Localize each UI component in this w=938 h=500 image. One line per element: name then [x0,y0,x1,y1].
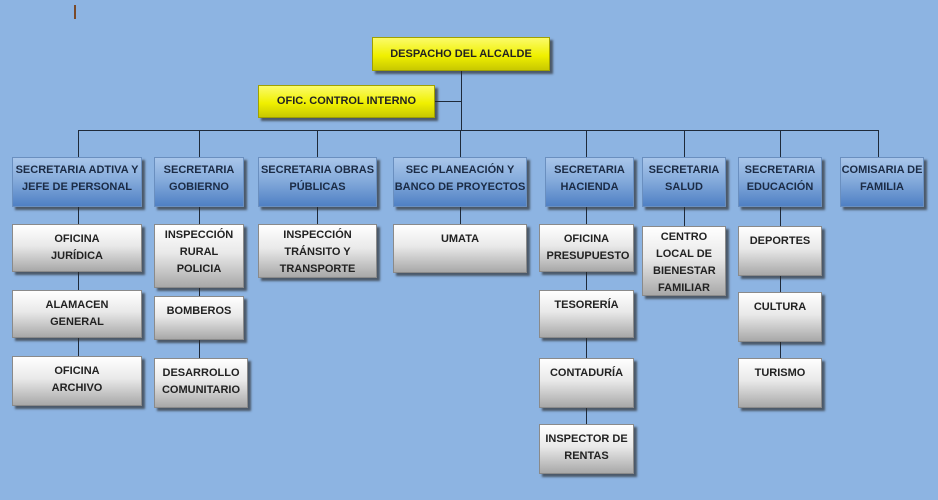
office-box: OFICINA JURÍDICA [12,224,142,272]
connector [878,130,879,157]
connector [317,130,318,157]
office-box: OFICINA PRESUPUESTO [539,224,634,272]
box-label: COMISARIA DE FAMILIA [841,164,923,193]
box-label: DESPACHO DEL ALCALDE [390,47,532,60]
box-label: SECRETARIA EDUCACIÓN [744,164,816,193]
box-label: CULTURA [753,301,807,313]
office-box: INSPECTOR DE RENTAS [539,424,634,474]
office-box: INSPECCIÓN RURAL POLICIA [154,224,244,288]
cursor-mark [74,5,76,19]
box-label: SECRETARIA GOBIERNO [163,164,235,193]
box-label: SECRETARIA OBRAS PÚBLICAS [260,164,375,193]
connector [460,207,461,225]
office-box: TURISMO [738,358,822,408]
box-label: INSPECCIÓN TRÁNSITO Y TRANSPORTE [279,229,356,275]
office-box: UMATA [393,224,527,273]
connector [780,207,781,359]
office-box: CENTRO LOCAL DE BIENESTAR FAMILIAR [642,226,726,296]
office-box: INSPECCIÓN TRÁNSITO Y TRANSPORTE [258,224,377,278]
connector [78,207,79,357]
box-label: CENTRO LOCAL DE BIENESTAR FAMILIAR [653,231,716,294]
box-label: INSPECTOR DE RENTAS [545,433,628,462]
box-label: SECRETARIA SALUD [648,164,720,193]
connector [199,130,200,157]
connector [684,130,685,157]
box-label: DEPORTES [749,235,811,247]
office-box: OFICINA ARCHIVO [12,356,142,406]
office-box: DESARROLLO COMUNITARIO [154,358,248,408]
office-box: CONTADURÍA [539,358,634,408]
box-label: INSPECCIÓN RURAL POLICIA [164,229,234,275]
secretariat-health-box: SECRETARIA SALUD [642,157,726,207]
office-box: TESORERÍA [539,290,634,338]
secretariat-public-works-box: SECRETARIA OBRAS PÚBLICAS [258,157,377,207]
box-label: SEC PLANEACIÓN Y BANCO DE PROYECTOS [394,164,526,193]
box-label: OFICINA JURÍDICA [51,233,103,262]
family-commissary-box: COMISARIA DE FAMILIA [840,157,924,207]
box-label: TURISMO [754,367,806,379]
office-box: CULTURA [738,292,822,342]
secretariat-planning-box: SEC PLANEACIÓN Y BANCO DE PROYECTOS [393,157,527,207]
connector [317,207,318,225]
office-box: DEPORTES [738,226,822,276]
office-box: BOMBEROS [154,296,244,340]
box-label: ALAMACEN GENERAL [45,299,109,328]
connector [78,130,879,131]
mayor-office-box: DESPACHO DEL ALCALDE [372,37,550,71]
secretariat-government-box: SECRETARIA GOBIERNO [154,157,244,207]
connector [78,130,79,157]
box-label: TESORERÍA [554,299,619,311]
connector [586,130,587,157]
box-label: BOMBEROS [166,305,232,317]
box-label: SECRETARIA HACIENDA [554,164,625,193]
box-label: UMATA [440,233,480,245]
box-label: OFIC. CONTROL INTERNO [276,95,417,107]
box-label: SECRETARIA ADTIVA Y JEFE DE PERSONAL [15,164,139,193]
box-label: CONTADURÍA [549,367,624,379]
internal-control-box: OFIC. CONTROL INTERNO [258,85,435,118]
box-label: DESARROLLO COMUNITARIO [161,367,240,396]
secretariat-education-box: SECRETARIA EDUCACIÓN [738,157,822,207]
connector [780,130,781,157]
secretariat-treasury-box: SECRETARIA HACIENDA [545,157,634,207]
connector [435,101,461,102]
connector [461,71,462,131]
box-label: OFICINA PRESUPUESTO [546,233,630,262]
box-label: OFICINA ARCHIVO [51,365,103,394]
connector [460,130,461,157]
connector [684,207,685,227]
secretariat-admin-box: SECRETARIA ADTIVA Y JEFE DE PERSONAL [12,157,142,207]
office-box: ALAMACEN GENERAL [12,290,142,338]
